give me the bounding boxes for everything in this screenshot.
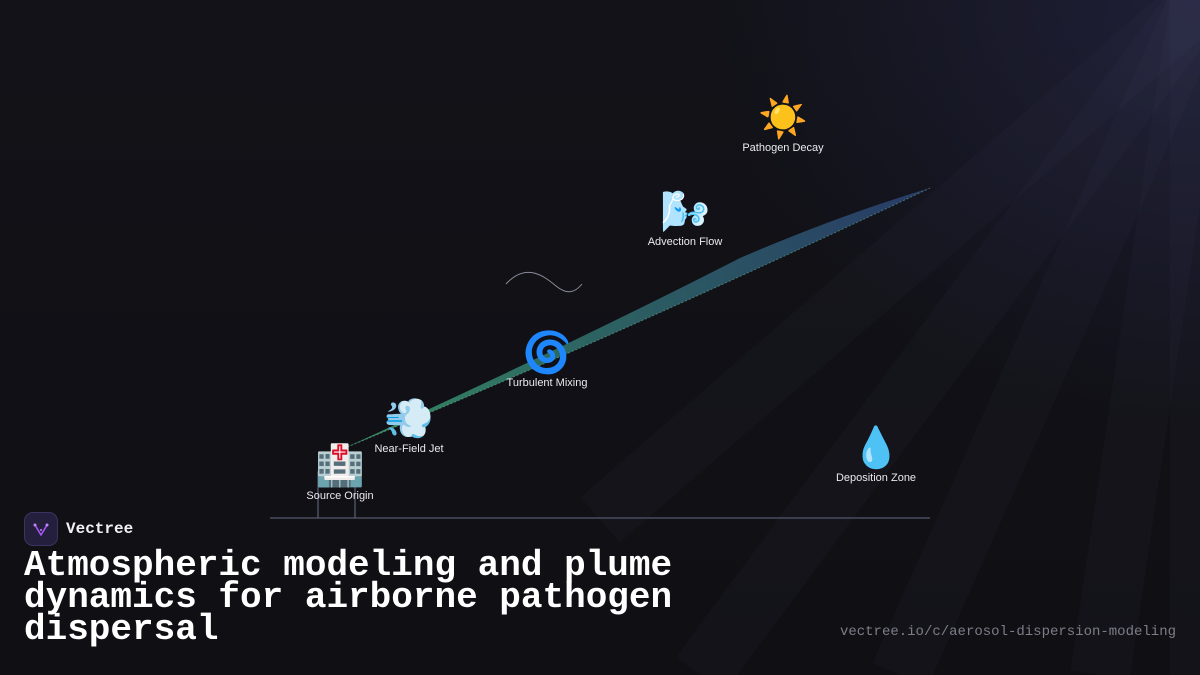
plume-body xyxy=(340,188,930,450)
page-title: Atmospheric modeling and plume dynamics … xyxy=(24,545,673,650)
node-deposition-zone: 💧 Deposition Zone xyxy=(836,426,916,484)
node-label: Advection Flow xyxy=(647,236,723,248)
node-label: Source Origin xyxy=(306,490,374,502)
node-near-field-jet: 💨 Near-Field Jet xyxy=(374,397,443,455)
brand-name: Vectree xyxy=(66,520,134,538)
cyclone-icon: 🌀 xyxy=(522,330,572,376)
page-url[interactable]: vectree.io/c/aerosol-dispersion-modeling xyxy=(839,624,1176,640)
droplet-icon: 💧 xyxy=(851,425,901,471)
node-source-origin: 🏥 Source Origin xyxy=(306,444,373,502)
plume-edge xyxy=(339,187,931,451)
turbulence-eddy xyxy=(505,271,583,293)
node-pathogen-decay: ☀️ Pathogen Decay xyxy=(742,96,823,154)
source-stack xyxy=(317,465,356,518)
node-label: Near-Field Jet xyxy=(374,443,444,455)
vectree-logo-icon xyxy=(24,512,58,546)
wind-puff-icon: 💨 xyxy=(384,396,434,442)
node-label: Deposition Zone xyxy=(835,472,917,484)
node-label: Pathogen Decay xyxy=(742,142,824,154)
wind-face-icon: 🌬️ xyxy=(660,189,710,235)
sun-icon: ☀️ xyxy=(758,95,808,141)
hospital-icon: 🏥 xyxy=(315,443,365,489)
node-turbulent-mixing: 🌀 Turbulent Mixing xyxy=(507,331,588,389)
brand[interactable]: Vectree xyxy=(24,512,133,546)
node-advection-flow: 🌬️ Advection Flow xyxy=(648,190,723,248)
node-label: Turbulent Mixing xyxy=(506,377,588,389)
